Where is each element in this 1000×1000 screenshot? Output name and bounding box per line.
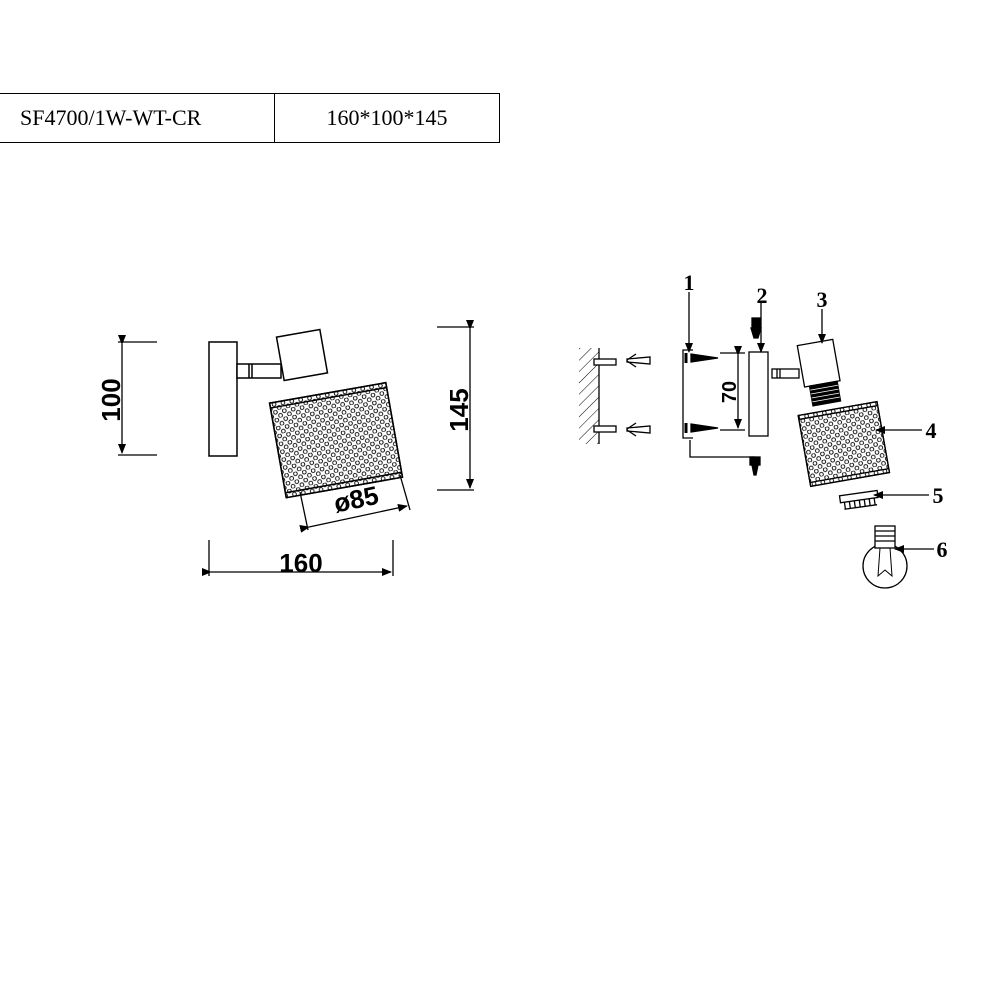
wall-section xyxy=(579,348,599,444)
dim-diameter xyxy=(299,474,411,533)
swivel-arm-part xyxy=(771,368,800,379)
dim-height-base xyxy=(118,335,157,456)
light-bulb xyxy=(862,525,908,589)
dim-height-total-label: 145 xyxy=(444,388,474,431)
overall-dimensions: 160*100*145 xyxy=(326,105,448,130)
dim-height-total xyxy=(437,320,474,491)
wall-plate xyxy=(208,341,238,457)
screw-top xyxy=(684,353,719,363)
mesh-shade-part xyxy=(797,400,891,488)
lamp-holder xyxy=(275,328,329,382)
dim-width-label: 160 xyxy=(279,548,322,578)
part-label-6: 6 xyxy=(937,537,948,562)
part-label-3: 3 xyxy=(817,287,828,312)
wall-anchor-bottom xyxy=(626,422,651,437)
part-label-5: 5 xyxy=(933,483,944,508)
part-label-2: 2 xyxy=(757,283,768,308)
dim-screw-spacing-label: 70 xyxy=(719,381,741,403)
lamp-holder-part xyxy=(796,338,841,388)
screw-bottom xyxy=(684,423,719,433)
dim-height-base-label: 100 xyxy=(96,378,126,421)
spec-table: SF4700/1W-WT-CR 160*100*145 xyxy=(0,93,500,143)
dim-width xyxy=(202,540,394,576)
wall-anchor-top xyxy=(626,353,651,368)
retaining-ring xyxy=(838,489,879,510)
swivel-arm xyxy=(236,363,282,379)
model-number: SF4700/1W-WT-CR xyxy=(0,94,275,142)
base-plate xyxy=(748,351,769,437)
exploded-view xyxy=(579,292,934,589)
front-view xyxy=(208,328,404,499)
set-screw-top xyxy=(750,317,762,339)
part-label-4: 4 xyxy=(926,418,937,443)
part-label-1: 1 xyxy=(684,270,695,295)
